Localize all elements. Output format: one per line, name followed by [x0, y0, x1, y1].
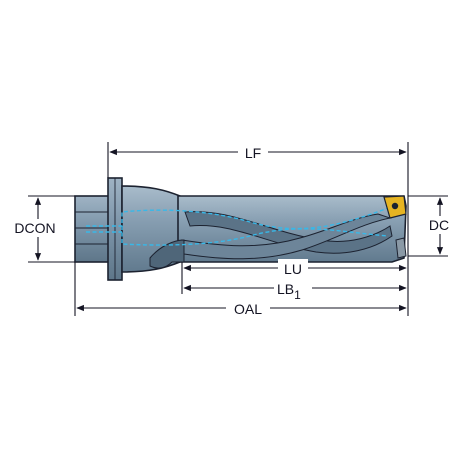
shank	[74, 195, 114, 263]
dcon-label: DCON	[14, 220, 55, 236]
drill-tool	[74, 177, 407, 281]
lb1-label-subscript: 1	[294, 288, 301, 302]
lf-label: LF	[245, 145, 261, 161]
flute-1	[184, 211, 393, 254]
coolant-channels	[86, 207, 389, 246]
lb1-label: LB1	[277, 281, 301, 302]
flange	[107, 177, 123, 281]
oal-label: OAL	[234, 301, 262, 317]
chip-pocket	[149, 239, 185, 269]
lb1-label-main: LB	[277, 281, 294, 297]
dc-label: DC	[429, 217, 449, 233]
cutting-insert	[383, 195, 407, 259]
lu-label: LU	[284, 261, 302, 277]
